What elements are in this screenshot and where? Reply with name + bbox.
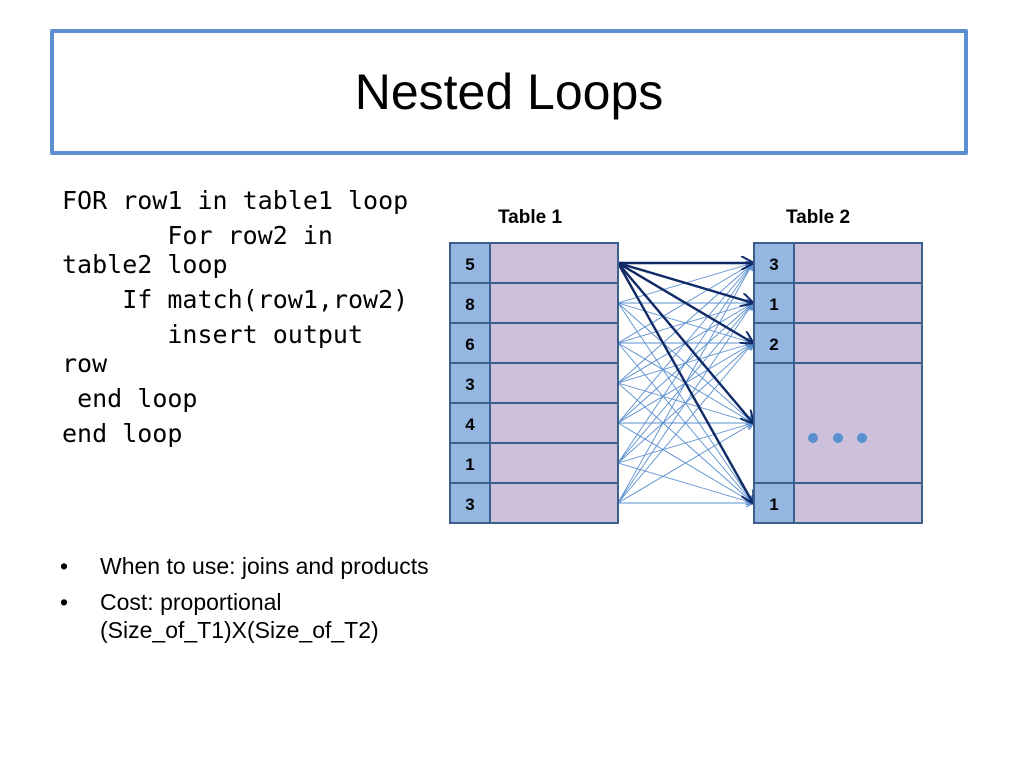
table1-key-value: 1 [465, 455, 474, 474]
table1-key-value: 3 [465, 495, 474, 514]
table1-data-cell [489, 362, 619, 404]
bullet-list: • When to use: joins and products • Cost… [60, 552, 440, 652]
table2: 3 1 2 1 [753, 242, 923, 524]
table1-key-cell [449, 482, 491, 524]
bullet-dot-icon: • [60, 553, 69, 579]
table2-data-cell [793, 482, 923, 524]
table1-key-value: 6 [465, 335, 474, 354]
table1-key-cell [449, 282, 491, 324]
table2-row: 1 [753, 282, 923, 324]
code-line: insert output row [62, 320, 379, 378]
bullet-dot-icon: • [60, 589, 69, 615]
connection-line [617, 423, 753, 464]
table1-data-cell [489, 482, 619, 524]
table1-data-cell [489, 442, 619, 484]
ellipsis-icon [808, 433, 867, 443]
table1-row: 5 [449, 242, 619, 284]
table1-key-value: 4 [465, 415, 475, 434]
code-line: FOR row1 in table1 loop [62, 186, 409, 215]
highlighted-connection-line [617, 261, 753, 343]
bullet-item: • When to use: joins and products [60, 552, 440, 580]
connection-line [617, 263, 753, 464]
table2-data-cell [793, 282, 923, 324]
table2-key-value: 3 [769, 255, 778, 274]
table1-data-cell [489, 322, 619, 364]
code-line: If match(row1,row2) [62, 285, 409, 314]
table2-row: 1 [753, 482, 923, 524]
table1-row: 3 [449, 482, 619, 524]
table1-row: 6 [449, 322, 619, 364]
code-line: end loop [62, 384, 198, 413]
table2-key-cell [753, 282, 795, 324]
table1-label: Table 1 [498, 207, 562, 228]
pseudocode-block: FOR row1 in table1 loop For row2 in tabl… [62, 186, 422, 454]
table1-row: 4 [449, 402, 619, 444]
connection-line [617, 343, 753, 504]
code-line: For row2 in table2 loop [62, 221, 348, 279]
connection-line [617, 423, 753, 504]
table1-data-cell [489, 402, 619, 444]
connection-line [617, 263, 753, 384]
highlighted-connection-line [617, 261, 753, 303]
table1-key-cell [449, 442, 491, 484]
table2-key-value: 2 [769, 335, 778, 354]
highlighted-connection-line [617, 262, 753, 423]
bullet-item: • Cost: proportional (Size_of_T1)X(Size_… [60, 588, 440, 644]
table2-key-value: 1 [769, 495, 778, 514]
table1-row: 8 [449, 282, 619, 324]
table2-row: 2 [753, 322, 923, 364]
table1-key-value: 8 [465, 295, 474, 314]
table2-data-cell [793, 322, 923, 364]
slide-title: Nested Loops [354, 64, 664, 120]
highlighted-connection-lines [616, 261, 753, 503]
table1-row: 3 [449, 362, 619, 404]
table2-data-cell [793, 362, 923, 484]
table2-row [753, 362, 923, 484]
table1-data-cell [489, 242, 619, 284]
title-box: Nested Loops [50, 29, 968, 155]
code-line: end loop [62, 419, 183, 448]
table2-key-cell [753, 362, 795, 484]
highlighted-connection-line [616, 262, 753, 503]
table1: 5 8 6 3 4 1 3 [449, 242, 619, 524]
table2-label: Table 2 [786, 207, 850, 228]
table2-key-cell [753, 482, 795, 524]
table2-key-value: 1 [769, 295, 778, 314]
table1-row: 1 [449, 442, 619, 484]
table1-key-value: 3 [465, 375, 474, 394]
table2-row: 3 [753, 242, 923, 284]
table2-data-cell [793, 242, 923, 284]
table1-key-value: 5 [465, 255, 474, 274]
table1-data-cell [489, 282, 619, 324]
bullet-text: When to use: joins and products [100, 553, 429, 579]
bullet-text: Cost: proportional (Size_of_T1)X(Size_of… [100, 589, 379, 643]
table1-key-cell [449, 322, 491, 364]
connection-line [617, 303, 753, 504]
